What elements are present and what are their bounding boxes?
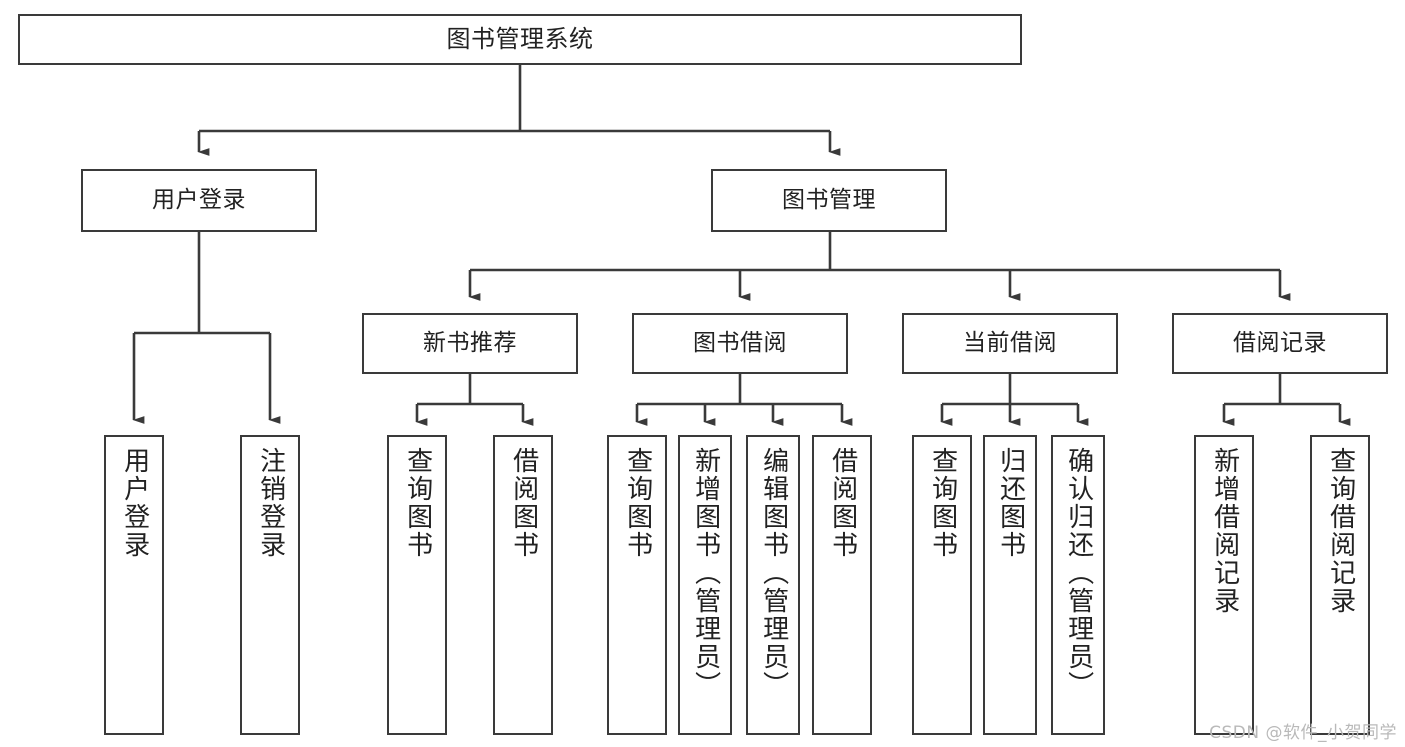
node-label: 编辑图书（管理员） (758, 447, 789, 699)
leaf-query-book-new-rec[interactable]: 查询图书 (387, 435, 447, 735)
leaf-query-book-borrow[interactable]: 查询图书 (607, 435, 667, 735)
leaf-edit-book-admin[interactable]: 编辑图书（管理员） (746, 435, 800, 735)
leaf-borrow-book-new-rec[interactable]: 借阅图书 (493, 435, 553, 735)
node-label: 当前借阅 (963, 329, 1057, 356)
node-label: 查询图书 (622, 447, 653, 559)
leaf-borrow-book-borrow[interactable]: 借阅图书 (812, 435, 872, 735)
node-label: 用户登录 (152, 186, 246, 213)
node-user-login[interactable]: 用户登录 (81, 169, 317, 232)
node-label: 查询借阅记录 (1325, 447, 1356, 615)
node-label: 图书管理系统 (446, 25, 594, 54)
node-label: 借阅图书 (508, 447, 539, 559)
leaf-user-login[interactable]: 用户登录 (104, 435, 164, 735)
node-borrow-record[interactable]: 借阅记录 (1172, 313, 1388, 374)
node-label: 借阅图书 (827, 447, 858, 559)
node-label: 图书借阅 (693, 329, 787, 356)
csdn-watermark: CSDN @软件_小贺同学 (1209, 723, 1397, 743)
node-label: 查询图书 (402, 447, 433, 559)
node-label: 借阅记录 (1233, 329, 1327, 356)
leaf-user-logout[interactable]: 注销登录 (240, 435, 300, 735)
node-new-book-recommendation[interactable]: 新书推荐 (362, 313, 578, 374)
leaf-add-borrow-record[interactable]: 新增借阅记录 (1194, 435, 1254, 735)
leaf-return-book[interactable]: 归还图书 (983, 435, 1037, 735)
node-book-borrow[interactable]: 图书借阅 (632, 313, 848, 374)
node-label: 确认归还（管理员） (1063, 447, 1094, 699)
leaf-query-borrow-record[interactable]: 查询借阅记录 (1310, 435, 1370, 735)
node-label: 图书管理 (782, 186, 876, 213)
leaf-confirm-return-admin[interactable]: 确认归还（管理员） (1051, 435, 1105, 735)
leaf-query-book-current[interactable]: 查询图书 (912, 435, 972, 735)
node-label: 注销登录 (255, 447, 286, 559)
node-root-book-management-system[interactable]: 图书管理系统 (18, 14, 1022, 65)
node-label: 归还图书 (995, 447, 1026, 559)
node-book-management[interactable]: 图书管理 (711, 169, 947, 232)
node-label: 新书推荐 (423, 329, 517, 356)
node-label: 新增图书（管理员） (690, 447, 721, 699)
node-current-borrow[interactable]: 当前借阅 (902, 313, 1118, 374)
node-label: 新增借阅记录 (1209, 447, 1240, 615)
node-label: 查询图书 (927, 447, 958, 559)
leaf-add-book-admin[interactable]: 新增图书（管理员） (678, 435, 732, 735)
node-label: 用户登录 (119, 447, 150, 559)
